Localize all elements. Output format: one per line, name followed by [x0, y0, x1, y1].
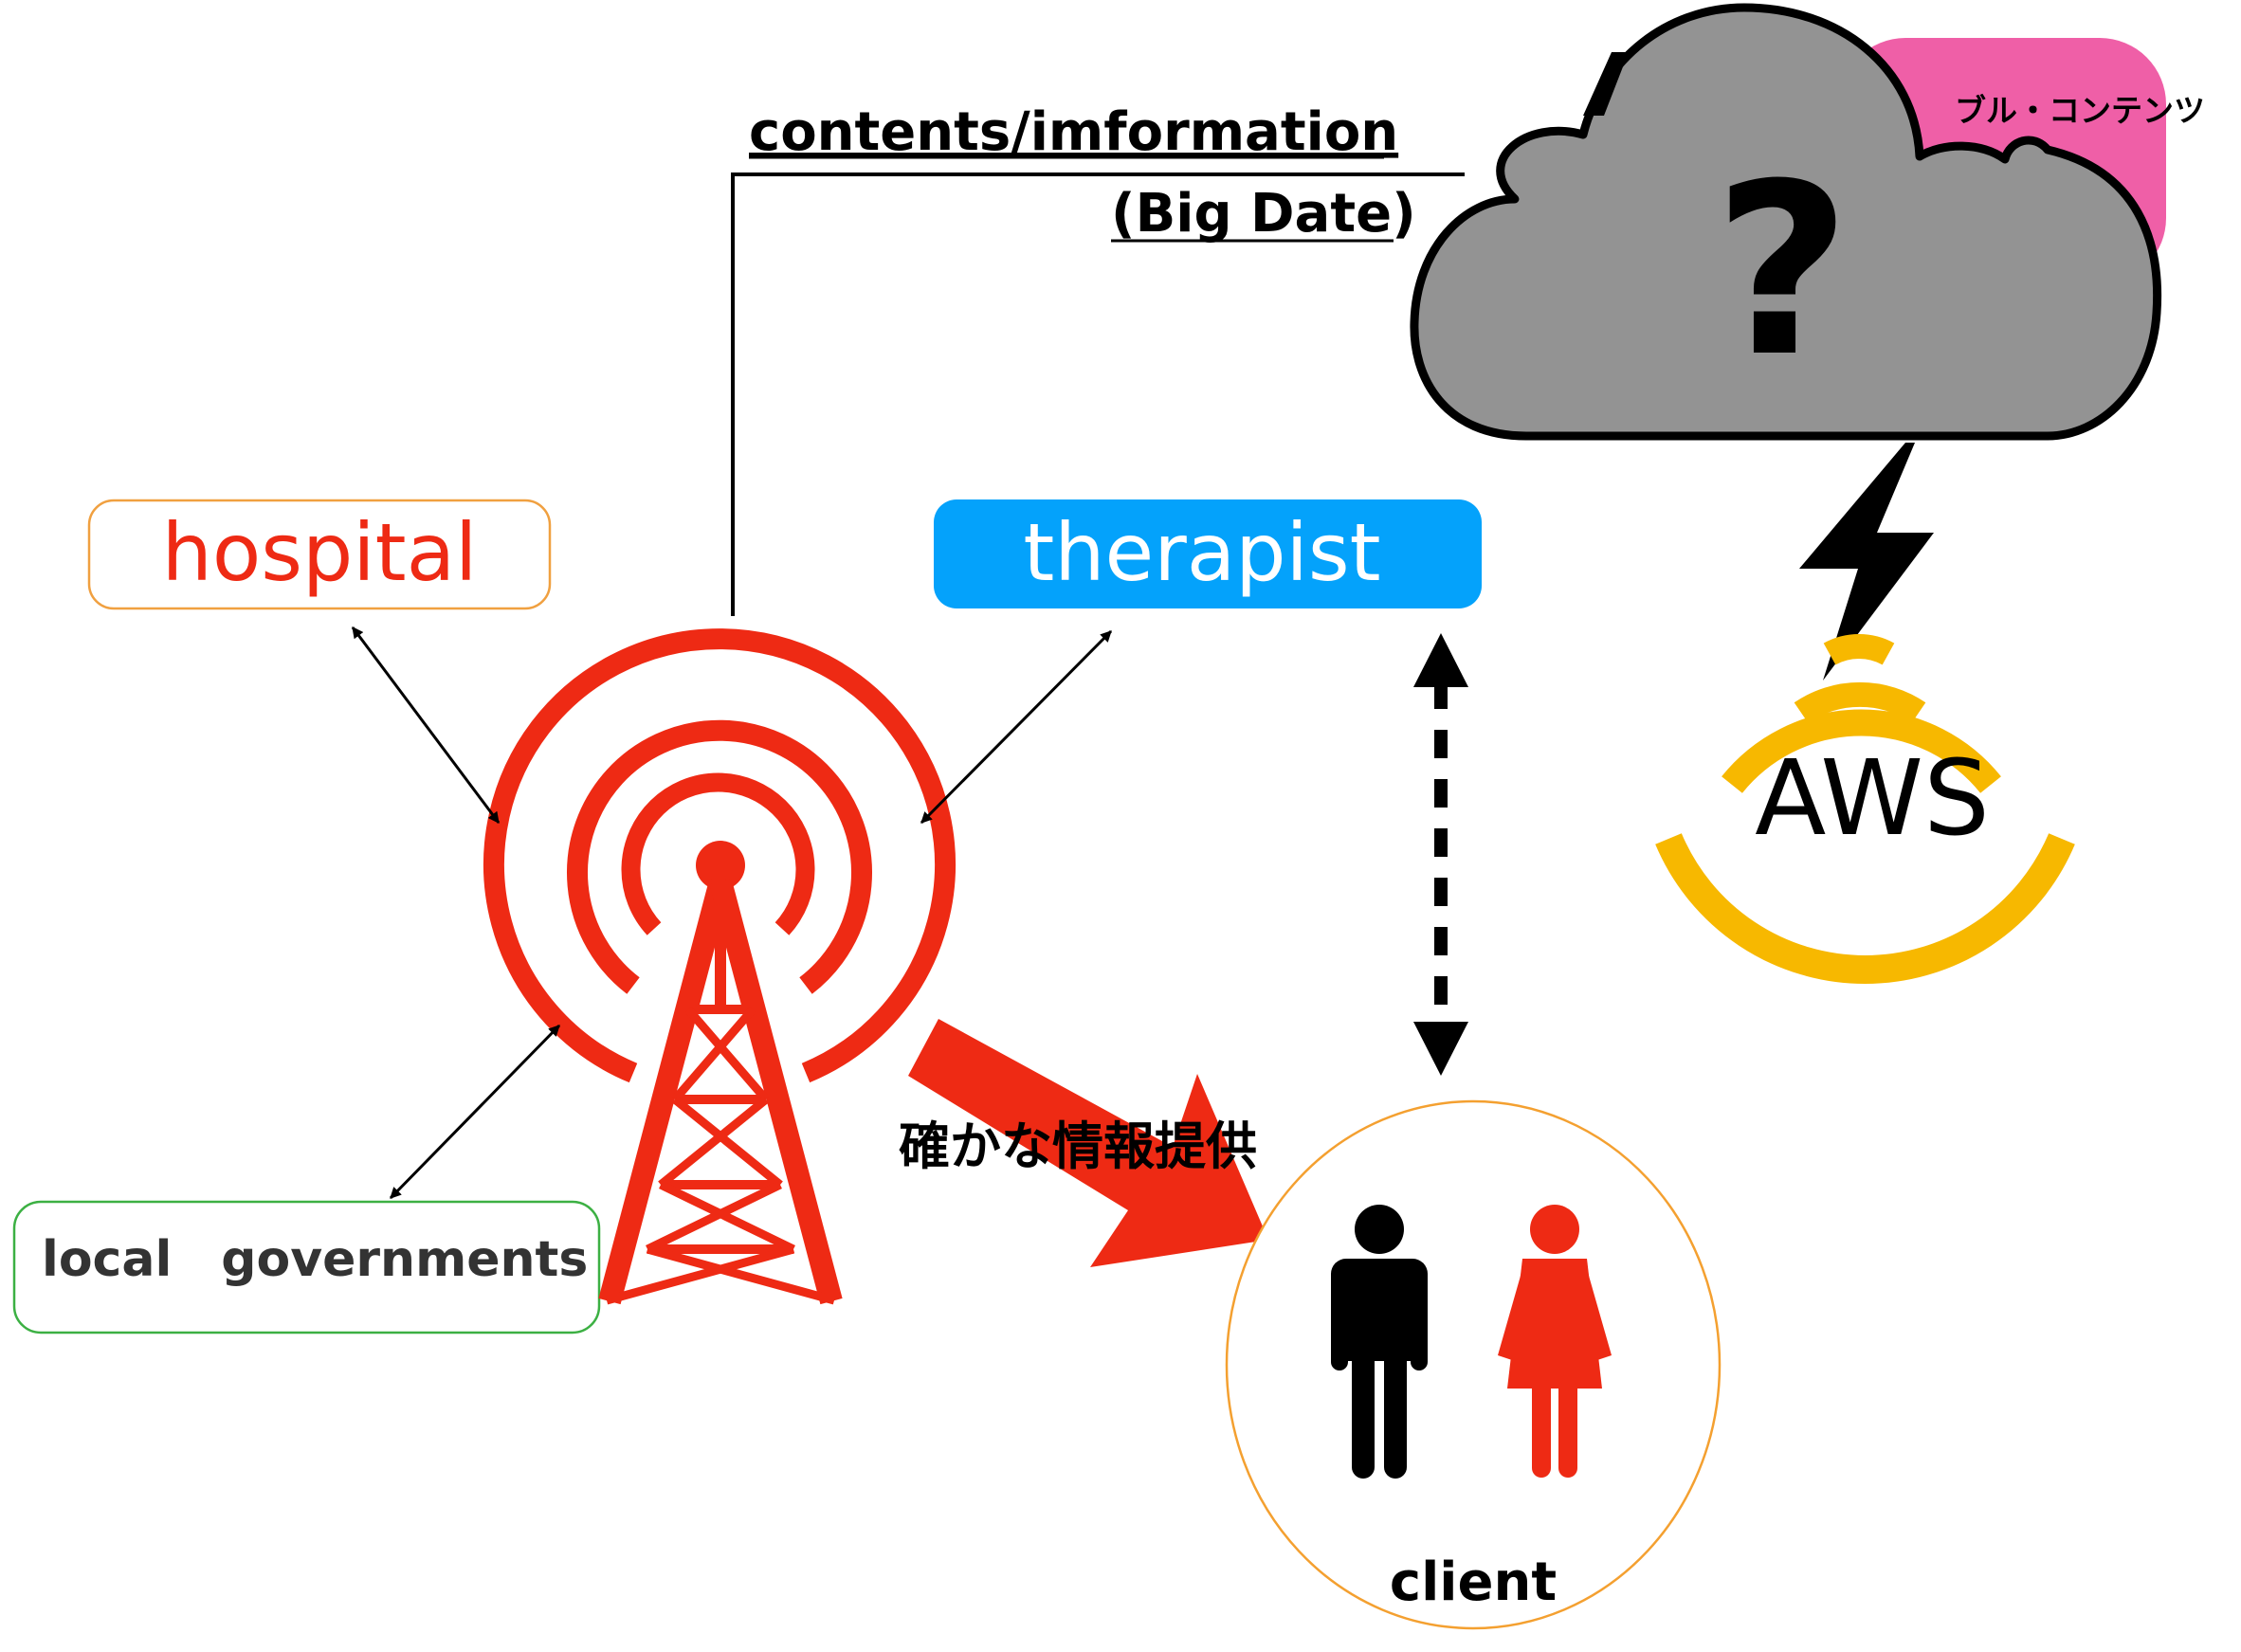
- tower-cloud-connector: [731, 172, 1465, 616]
- tower-icon: [483, 628, 956, 1305]
- aws-label: AWS: [1755, 737, 1990, 859]
- pink-card-text: ブル・コンテンツ: [1955, 92, 2205, 129]
- local-governments-label: local governments: [42, 1231, 588, 1288]
- hospital-label: hospital: [162, 506, 478, 599]
- contents-information-label: contents/imformation: [749, 101, 1398, 163]
- local-governments-box: [12, 1200, 601, 1334]
- provide-info-label: 確かな情報提供: [899, 1116, 1257, 1176]
- wifi-icon: [1655, 634, 2075, 984]
- big-data-label: (Big Date): [1111, 183, 1416, 245]
- therapist-box: [934, 499, 1482, 608]
- client-label: client: [1390, 1552, 1557, 1613]
- client-circle: [1225, 1099, 1722, 1630]
- therapist-label: therapist: [1023, 506, 1380, 599]
- hospital-box: [87, 499, 552, 610]
- woman-icon: [1498, 1205, 1612, 1478]
- cloud-question-mark: ?: [1713, 133, 1850, 408]
- arrow-therapist-client: [1413, 633, 1468, 1076]
- lightning-icon: [1799, 443, 1934, 681]
- arrow-therapist-tower: [920, 629, 1113, 825]
- arrow-governments-tower: [389, 1024, 561, 1200]
- red-info-arrow: [908, 1019, 1268, 1267]
- arrow-hospital-tower: [351, 626, 501, 824]
- man-icon: [1331, 1205, 1428, 1479]
- cloud-icon: ?: [1410, 3, 2162, 441]
